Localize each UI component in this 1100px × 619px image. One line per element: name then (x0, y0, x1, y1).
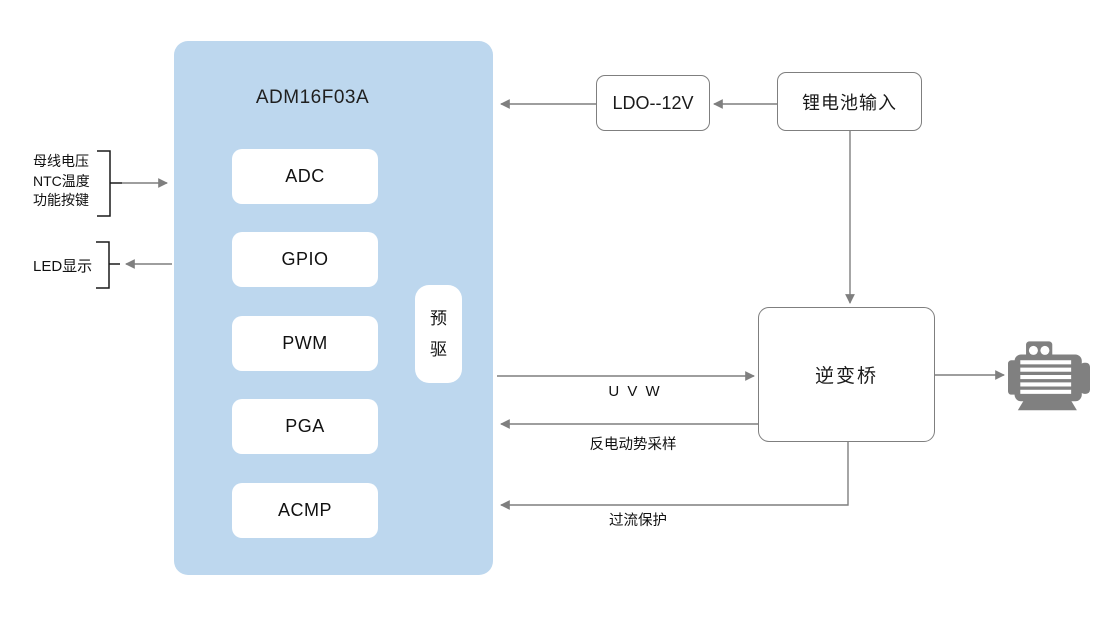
chip-block-gpio: GPIO (232, 232, 378, 287)
bemf-sampling-label: 反电动势采样 (589, 437, 677, 453)
inverter-bridge-box: 逆变桥 (758, 307, 935, 442)
chip-block-predriver: 预驱 (415, 285, 462, 383)
predriver-label: 预驱 (430, 309, 447, 359)
chip-block-adc: ADC (232, 149, 378, 204)
uvw-signal-label: U V W (608, 383, 662, 400)
overcurrent-protect-label: 过流保护 (609, 513, 667, 529)
left-input-ntc-temp: NTC温度 (33, 172, 90, 189)
led-display-label: LED显示 (33, 258, 93, 275)
battery-input-box: 锂电池输入 (777, 72, 922, 131)
left-input-labels: 母线电压 NTC温度 功能按键 (33, 152, 113, 211)
motor-icon (1008, 338, 1090, 412)
chip-title: ADM16F03A (255, 87, 370, 108)
chip-block-acmp: ACMP (232, 483, 378, 538)
led-bracket (96, 241, 110, 289)
left-input-bus-voltage: 母线电压 (33, 153, 89, 169)
chip-block-pga: PGA (232, 399, 378, 454)
chip-block-pwm: PWM (232, 316, 378, 371)
conn-overcurrent-arrow (500, 442, 849, 510)
left-input-func-keys: 功能按键 (33, 192, 89, 208)
ldo-box: LDO--12V (596, 75, 710, 131)
